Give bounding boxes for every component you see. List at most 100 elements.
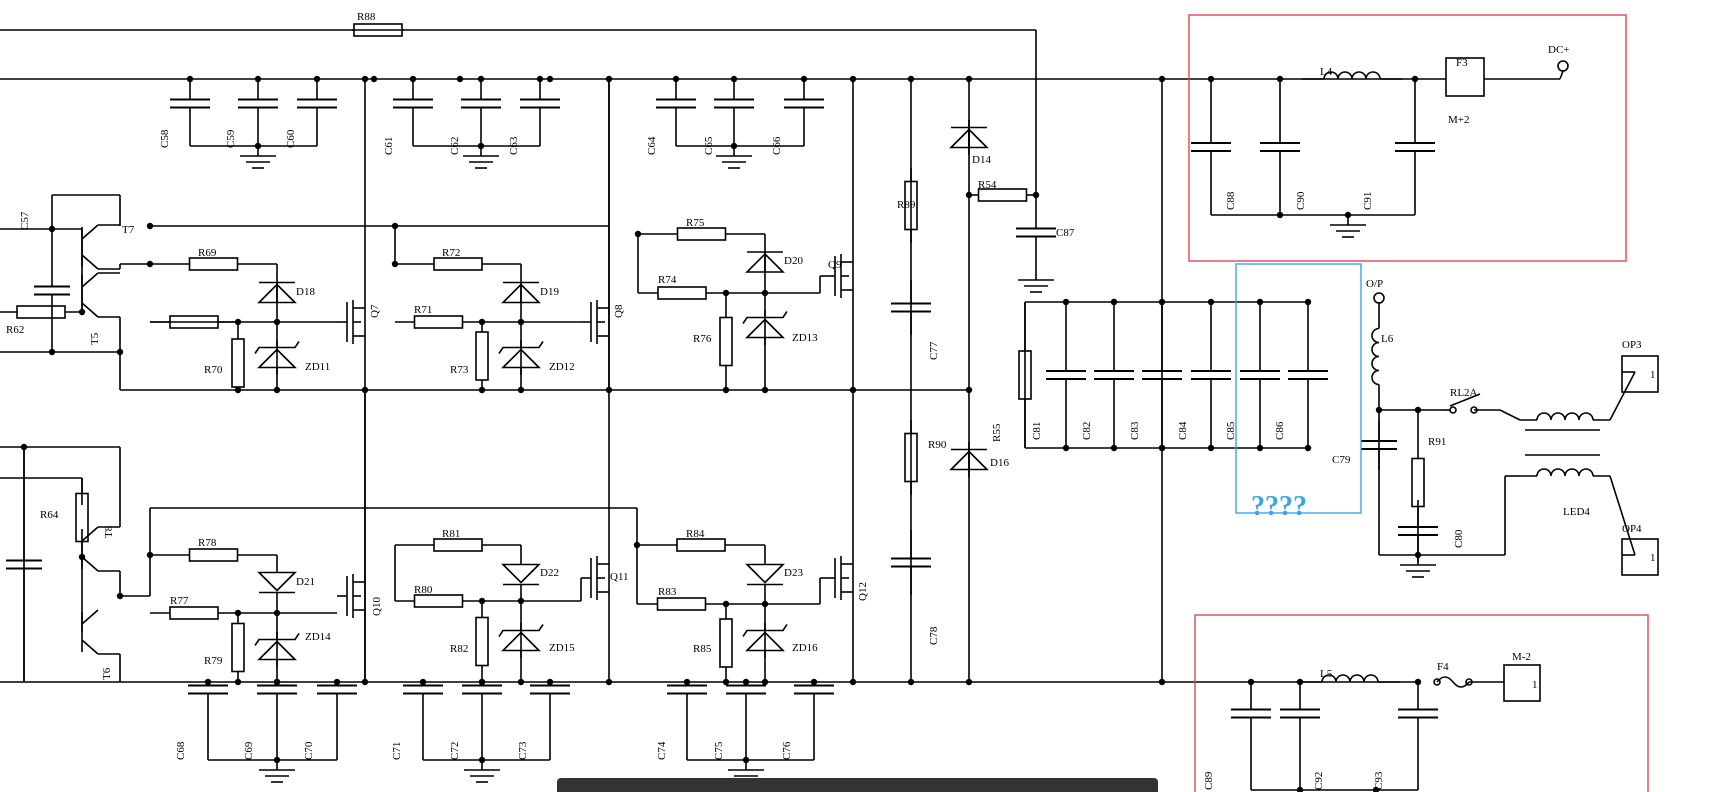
label-zd11: ZD11 — [305, 361, 330, 373]
label-zd13: ZD13 — [792, 332, 818, 344]
label-zd16: ZD16 — [792, 642, 818, 654]
label-d14: D14 — [972, 154, 991, 166]
junction-dot — [1158, 678, 1166, 686]
label-c78: C78 — [928, 626, 940, 645]
label-c57: C57 — [19, 211, 31, 230]
resistor-r90 — [904, 432, 918, 483]
wire — [742, 624, 788, 637]
label-pin1b: 1 — [1650, 552, 1656, 564]
relay-contact — [1449, 406, 1457, 414]
label-c81: C81 — [1031, 422, 1043, 440]
fuse-terminal — [1465, 678, 1473, 686]
junction-dot — [517, 678, 525, 686]
junction-dot — [234, 678, 242, 686]
wire — [81, 609, 99, 625]
label-op4: OP4 — [1622, 523, 1642, 535]
resistor-r77 — [169, 606, 219, 620]
label-c59: C59 — [225, 129, 237, 148]
resistor-r76 — [719, 316, 733, 367]
label-r76: R76 — [693, 333, 712, 345]
components — [6, 23, 1659, 783]
label-r90: R90 — [928, 439, 947, 451]
label-c91: C91 — [1362, 192, 1374, 210]
junction-dot — [1276, 211, 1284, 219]
junction-dot — [849, 678, 857, 686]
label-r69: R69 — [198, 247, 217, 259]
label-d20: D20 — [784, 255, 803, 267]
junction-dot — [517, 386, 525, 394]
label-r64: R64 — [40, 509, 59, 521]
junction-dot — [605, 386, 613, 394]
wire — [254, 633, 300, 646]
resistor-r68 — [169, 315, 219, 329]
diode-d16 — [949, 450, 989, 471]
label-r54: R54 — [978, 179, 997, 191]
diode-d22 — [501, 563, 541, 584]
resistor-r81 — [433, 538, 483, 552]
junction-dot — [761, 386, 769, 394]
wire — [1609, 371, 1636, 421]
label-c71: C71 — [391, 742, 403, 760]
wire — [498, 624, 544, 637]
diode-d14 — [949, 128, 989, 149]
junction-dot — [722, 678, 730, 686]
resistor-r80 — [413, 594, 464, 608]
diode-d23 — [745, 563, 785, 584]
junction-dot — [546, 75, 554, 83]
resistor-r89 — [904, 180, 918, 231]
label-c87: C87 — [1056, 227, 1075, 239]
label-q9: Q9 — [828, 259, 842, 271]
resistor-r85 — [719, 618, 733, 668]
label-r80: R80 — [414, 584, 433, 596]
resistor-r78 — [188, 548, 239, 562]
label-r91: R91 — [1428, 436, 1446, 448]
diode-d18 — [257, 283, 297, 304]
label-dc-: DC+ — [1548, 44, 1569, 56]
resistor-r72 — [433, 257, 483, 271]
zener-zd11 — [257, 348, 297, 369]
label-r73: R73 — [450, 364, 469, 376]
zener-zd13 — [745, 318, 785, 339]
highlight-box-dc-plus — [1188, 14, 1627, 262]
label-r74: R74 — [658, 274, 677, 286]
zener-zd14 — [257, 640, 297, 661]
label-d16: D16 — [990, 457, 1009, 469]
label-r89: R89 — [897, 199, 916, 211]
label-r88: R88 — [357, 11, 376, 23]
junction-dot — [1372, 786, 1380, 792]
diode-d21 — [257, 571, 297, 592]
label-pin1c: 1 — [1532, 679, 1538, 691]
wire — [254, 341, 300, 354]
label-c68: C68 — [175, 741, 187, 760]
label-op3: OP3 — [1622, 339, 1642, 351]
junction-dot — [1110, 298, 1118, 306]
inductor-led4a — [1536, 412, 1594, 421]
label-c64: C64 — [646, 136, 658, 155]
annotation-question: ???? — [1251, 491, 1307, 522]
wire — [81, 224, 99, 240]
wire — [81, 272, 99, 288]
wire — [1609, 475, 1636, 556]
label-d22: D22 — [540, 567, 559, 579]
junction-dot — [361, 678, 369, 686]
label-pin1a: 1 — [1650, 369, 1656, 381]
wires — [0, 29, 1636, 792]
label-d18: D18 — [296, 286, 315, 298]
zener-zd16 — [745, 631, 785, 652]
label-c63: C63 — [508, 136, 520, 155]
junction-dot — [965, 386, 973, 394]
zener-zd12 — [501, 348, 541, 369]
relay-contact — [1470, 406, 1478, 414]
label-c60: C60 — [285, 129, 297, 148]
resistor-r75 — [676, 227, 727, 241]
junction-dot — [1296, 786, 1304, 792]
label-q7: Q7 — [369, 304, 381, 318]
label-led4: LED4 — [1563, 506, 1590, 518]
resistor-r79 — [231, 622, 245, 673]
diode-d20 — [745, 252, 785, 273]
label-c74: C74 — [656, 741, 668, 760]
junction-dot — [965, 75, 973, 83]
label-zd12: ZD12 — [549, 361, 575, 373]
label-c66: C66 — [771, 136, 783, 155]
junction-dot — [1158, 75, 1166, 83]
